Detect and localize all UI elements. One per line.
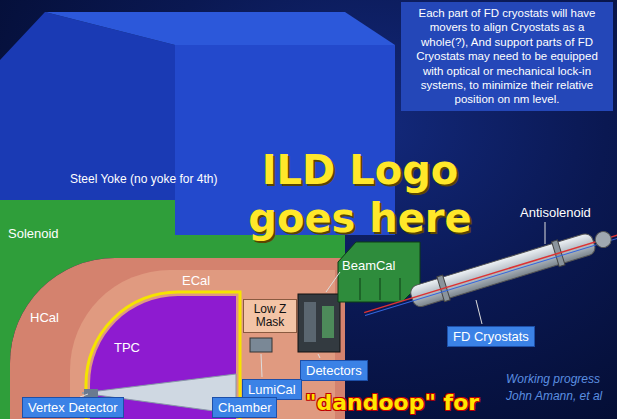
support-rib [360,278,361,300]
note-box: Each part of FD cryostats will have move… [401,2,613,111]
leader-line [476,300,482,324]
box-text: LumiCal [248,382,296,397]
leader-line [545,222,546,244]
leader-line [326,272,340,292]
part-name: Steel Yoke (no yoke for 4th) [70,172,217,186]
part-name: TPC [114,340,140,355]
forward-part [322,306,334,338]
part-name: Solenoid [8,226,59,241]
part-name: BeamCal [342,258,395,273]
credit-note: John Amann, et al [506,389,602,403]
callout-box: Chamber [212,397,277,418]
leader-line [318,354,320,358]
callout-box: Detectors [300,360,368,381]
antisolenoid-part [338,242,420,302]
forward-detectors [298,294,340,352]
hcal-shape [10,258,345,419]
box-text: Low Z Mask [246,303,294,329]
beam-line [364,235,617,312]
mask-box: Low Z Mask [243,299,297,333]
cryostat-end [593,230,613,250]
yoke-side [0,12,175,200]
beam-line [365,238,617,315]
yoke-top [45,12,395,45]
leader-line [261,354,262,377]
box-text: Vertex Detector [28,400,118,415]
part-name: HCal [30,310,59,325]
part-name: ECal [182,273,210,288]
callout-box: Vertex Detector [22,397,124,418]
lumical-part [250,338,272,352]
forward-part [304,302,316,342]
stamp-text: "dandoop" for [305,390,479,416]
callout-box: FD Cryostats [447,326,535,347]
support-rib [400,278,401,300]
logo-placeholder: ILD Logo goes here [210,146,510,242]
part-name: Antisolenoid [520,205,591,220]
box-text: Each part of FD cryostats will have move… [406,6,608,107]
box-text: FD Cryostats [453,329,529,344]
support-rib [380,278,381,300]
box-text: Detectors [306,363,362,378]
leader-lines [80,222,545,397]
box-text: Chamber [218,400,271,415]
credit-note: Working progress [506,372,600,386]
vertex-part [84,389,98,397]
